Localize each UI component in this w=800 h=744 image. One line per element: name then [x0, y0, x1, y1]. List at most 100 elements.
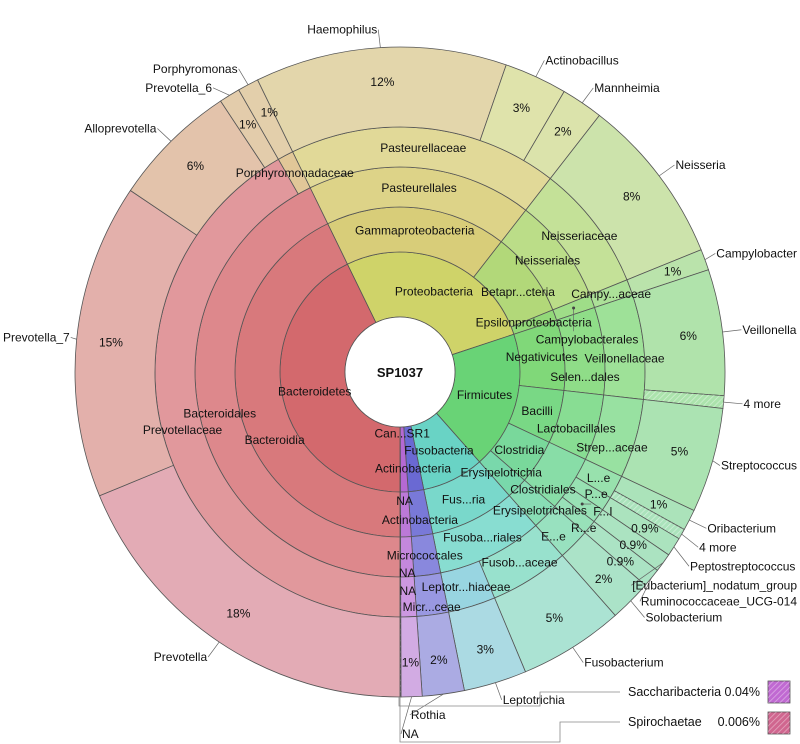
node-label-actinobacteria: Actinobacteria: [382, 513, 458, 527]
leader-line: [70, 337, 77, 340]
leaf-percent: 1%: [650, 497, 668, 511]
leaf-label-rothia: Rothia: [411, 708, 446, 722]
leaf-percent: 8%: [623, 190, 641, 204]
node-label-bacilli: Bacilli: [521, 404, 552, 418]
leaf-percent: 2%: [554, 124, 572, 138]
hatch-overlay: [643, 389, 725, 409]
leaf-label-prevotella: Prevotella: [154, 650, 208, 664]
leaf-percent: 6%: [680, 329, 698, 343]
leaf-label-actinobacillus: Actinobacillus: [545, 53, 618, 67]
leaf-label-eubacterium-nodatum-group: [Eubacterium]_nodatum_group: [632, 578, 797, 592]
callout-swatch-hatch-0: [768, 681, 790, 703]
leaf-label-veillonella: Veillonella: [742, 323, 796, 337]
node-label-clostridiales: Clostridiales: [510, 482, 575, 496]
leaf-percent: 3%: [477, 643, 495, 657]
callout-legend: Saccharibacteria 0.04% Spirochaetae 0.00…: [398, 680, 791, 743]
node-label-micr-ceae: Micr...ceae: [403, 600, 461, 614]
callout-line-1: [399, 697, 620, 743]
leaf-label-campylobacter: Campylobacter: [716, 246, 797, 260]
leaf-wedge-prevotella[interactable]: [98, 464, 401, 698]
leader-dot: [572, 306, 576, 310]
callout-line-0: [398, 691, 620, 707]
leader-line: [157, 128, 172, 142]
leaf-label-prevotella-7: Prevotella_7: [3, 330, 70, 344]
node-label-neisseriaceae: Neisseriaceae: [541, 229, 617, 243]
callout-value-0: 0.04%: [725, 685, 760, 699]
node-label-pasteurellaceae: Pasteurellaceae: [380, 141, 466, 155]
callout-swatch-hatch-1: [768, 712, 790, 734]
leader-line: [630, 600, 645, 618]
leaf-percent: 1%: [239, 118, 257, 132]
leaf-label-ruminococcaceae-ucg-014: Ruminococcaceae_UCG-014: [641, 594, 797, 608]
leader-line: [712, 460, 721, 466]
leaf-label-oribacterium: Oribacterium: [707, 521, 776, 535]
leaf-percent: 0.9%: [631, 521, 659, 535]
leader-line: [658, 164, 675, 177]
leaf-label-4-more: 4 more: [744, 397, 782, 411]
leader-line: [722, 329, 742, 333]
leader-line: [409, 693, 444, 716]
callout-name-1: Spirochaetae: [628, 715, 702, 729]
node-label-can-sr1: Can...SR1: [375, 426, 431, 440]
leaf-wedge-prevotella-7[interactable]: [74, 189, 198, 497]
node-label-bacteroidia: Bacteroidia: [245, 433, 305, 447]
leader-dot: [580, 502, 584, 506]
leaf-label-leptotrichia: Leptotrichia: [503, 693, 565, 707]
leader-line: [581, 87, 594, 104]
node-label-erysipelotrichales: Erysipelotrichales: [493, 504, 587, 518]
leaf-label-peptostreptococcus: Peptostreptococcus: [690, 559, 795, 573]
node-label-neisseriales: Neisseriales: [515, 253, 580, 267]
leaf-percent: 18%: [226, 606, 250, 620]
node-label-bacteroidales: Bacteroidales: [183, 407, 256, 421]
node-label-erysipelotrichia: Erysipelotrichia: [461, 465, 543, 479]
node-label-f-i: F...I: [593, 505, 612, 519]
node-label-actinobacteria: Actinobacteria: [375, 461, 451, 475]
leaf-percent: 1%: [402, 655, 420, 669]
label-layer: HaemophilusPorphyromonasPrevotella_6Allo…: [3, 23, 797, 741]
leader-line: [572, 647, 584, 663]
leaf-label-solobacterium: Solobacterium: [646, 611, 723, 625]
leaf-percent: 1%: [261, 106, 279, 120]
leaf-percent: 2%: [595, 572, 613, 586]
leaf-label-alloprevotella: Alloprevotella: [84, 122, 156, 136]
node-label-porphyromonadaceae: Porphyromonadaceae: [236, 166, 354, 180]
leader-line: [238, 68, 249, 85]
node-label-l-e: L...e: [587, 471, 611, 485]
node-label-selen-dales: Selen...dales: [550, 370, 619, 384]
node-label-na: NA: [396, 494, 413, 508]
leaf-percent: 6%: [187, 159, 205, 173]
leader-line: [212, 87, 230, 96]
leader-line: [673, 546, 690, 567]
leader-line: [400, 696, 412, 734]
leaf-label-mannheimia: Mannheimia: [594, 81, 660, 95]
leaf-label-4-more: 4 more: [699, 540, 737, 554]
leaf-label-porphyromonas: Porphyromonas: [153, 62, 238, 76]
leaf-label-fusobacterium: Fusobacterium: [584, 656, 663, 670]
node-label-p-e: P...e: [585, 487, 608, 501]
leaf-percent: 0.9%: [620, 538, 648, 552]
leaf-label-neisseria: Neisseria: [675, 158, 725, 172]
leader-line: [681, 533, 699, 548]
leaf-label-na: NA: [402, 727, 419, 741]
node-label-veillonellaceae: Veillonellaceae: [585, 351, 665, 365]
node-label-strep-aceae: Strep...aceae: [576, 440, 648, 454]
leaf-percent: 12%: [370, 75, 394, 89]
center-hole[interactable]: [344, 316, 456, 428]
node-label-micrococcales: Micrococcales: [387, 548, 463, 562]
node-label-prevotellaceae: Prevotellaceae: [143, 423, 223, 437]
leader-line: [639, 577, 652, 602]
leaf-wedge-porphyromonas[interactable]: [238, 79, 294, 160]
leader-line: [535, 60, 545, 77]
leaf-wedge-haemophilus[interactable]: [256, 46, 507, 153]
node-label-clostridia: Clostridia: [494, 443, 544, 457]
node-label-r-e: R...e: [571, 521, 597, 535]
node-label-campylobacterales: Campylobacterales: [536, 332, 639, 346]
root-label: SP1037: [377, 365, 423, 380]
node-label-na: NA: [399, 584, 416, 598]
node-label-epsilonproteobacteria: Epsilonproteobacteria: [476, 316, 592, 330]
leaf-percent: 0.9%: [607, 554, 635, 568]
leader-line: [495, 682, 503, 701]
node-label-na: NA: [399, 566, 416, 580]
leaf-label-haemophilus: Haemophilus: [307, 23, 377, 37]
